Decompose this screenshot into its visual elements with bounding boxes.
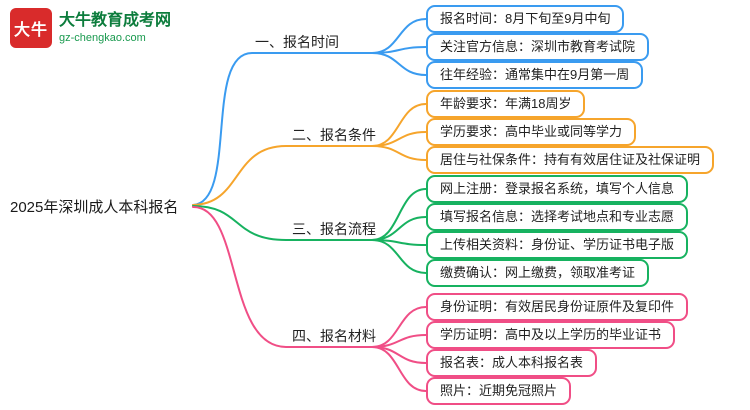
leaf-node: 缴费确认：网上缴费，领取准考证 <box>426 259 650 287</box>
leaf-node: 报名表：成人本科报名表 <box>426 349 598 377</box>
leaf-node: 填写报名信息：选择考试地点和专业志愿 <box>426 203 689 231</box>
branch-label-process: 三、报名流程 <box>292 221 376 237</box>
leaf-node: 照片：近期免冠照片 <box>426 377 572 405</box>
leaf-node: 居住与社保条件：持有有效居住证及社保证明 <box>426 146 715 174</box>
root-node: 2025年深圳成人本科报名 <box>10 199 179 216</box>
leaf-node: 报名时间：8月下旬至9月中旬 <box>426 5 625 33</box>
site-logo: 大牛 大牛教育成考网 gz-chengkao.com <box>10 8 171 48</box>
logo-domain: gz-chengkao.com <box>59 32 146 44</box>
leaf-node: 身份证明：有效居民身份证原件及复印件 <box>426 293 689 321</box>
leaf-node: 上传相关资料：身份证、学历证书电子版 <box>426 231 689 259</box>
branch-label-time: 一、报名时间 <box>255 34 339 50</box>
leaf-node: 网上注册：登录报名系统，填写个人信息 <box>426 175 689 203</box>
logo-site-name: 大牛教育成考网 <box>59 12 172 29</box>
leaf-node: 年龄要求：年满18周岁 <box>426 90 586 118</box>
logo-text-block: 大牛教育成考网 gz-chengkao.com <box>59 11 171 45</box>
leaf-node: 往年经验：通常集中在9月第一周 <box>426 61 644 89</box>
leaf-node: 关注官方信息：深圳市教育考试院 <box>426 33 650 61</box>
logo-bull-icon: 大牛 <box>10 8 52 48</box>
leaf-node: 学历证明：高中及以上学历的毕业证书 <box>426 321 676 349</box>
branch-label-material: 四、报名材料 <box>292 328 376 344</box>
branch-label-condition: 二、报名条件 <box>292 127 376 143</box>
logo-badge-text: 大牛 <box>13 22 48 39</box>
leaf-node: 学历要求：高中毕业或同等学力 <box>426 118 637 146</box>
